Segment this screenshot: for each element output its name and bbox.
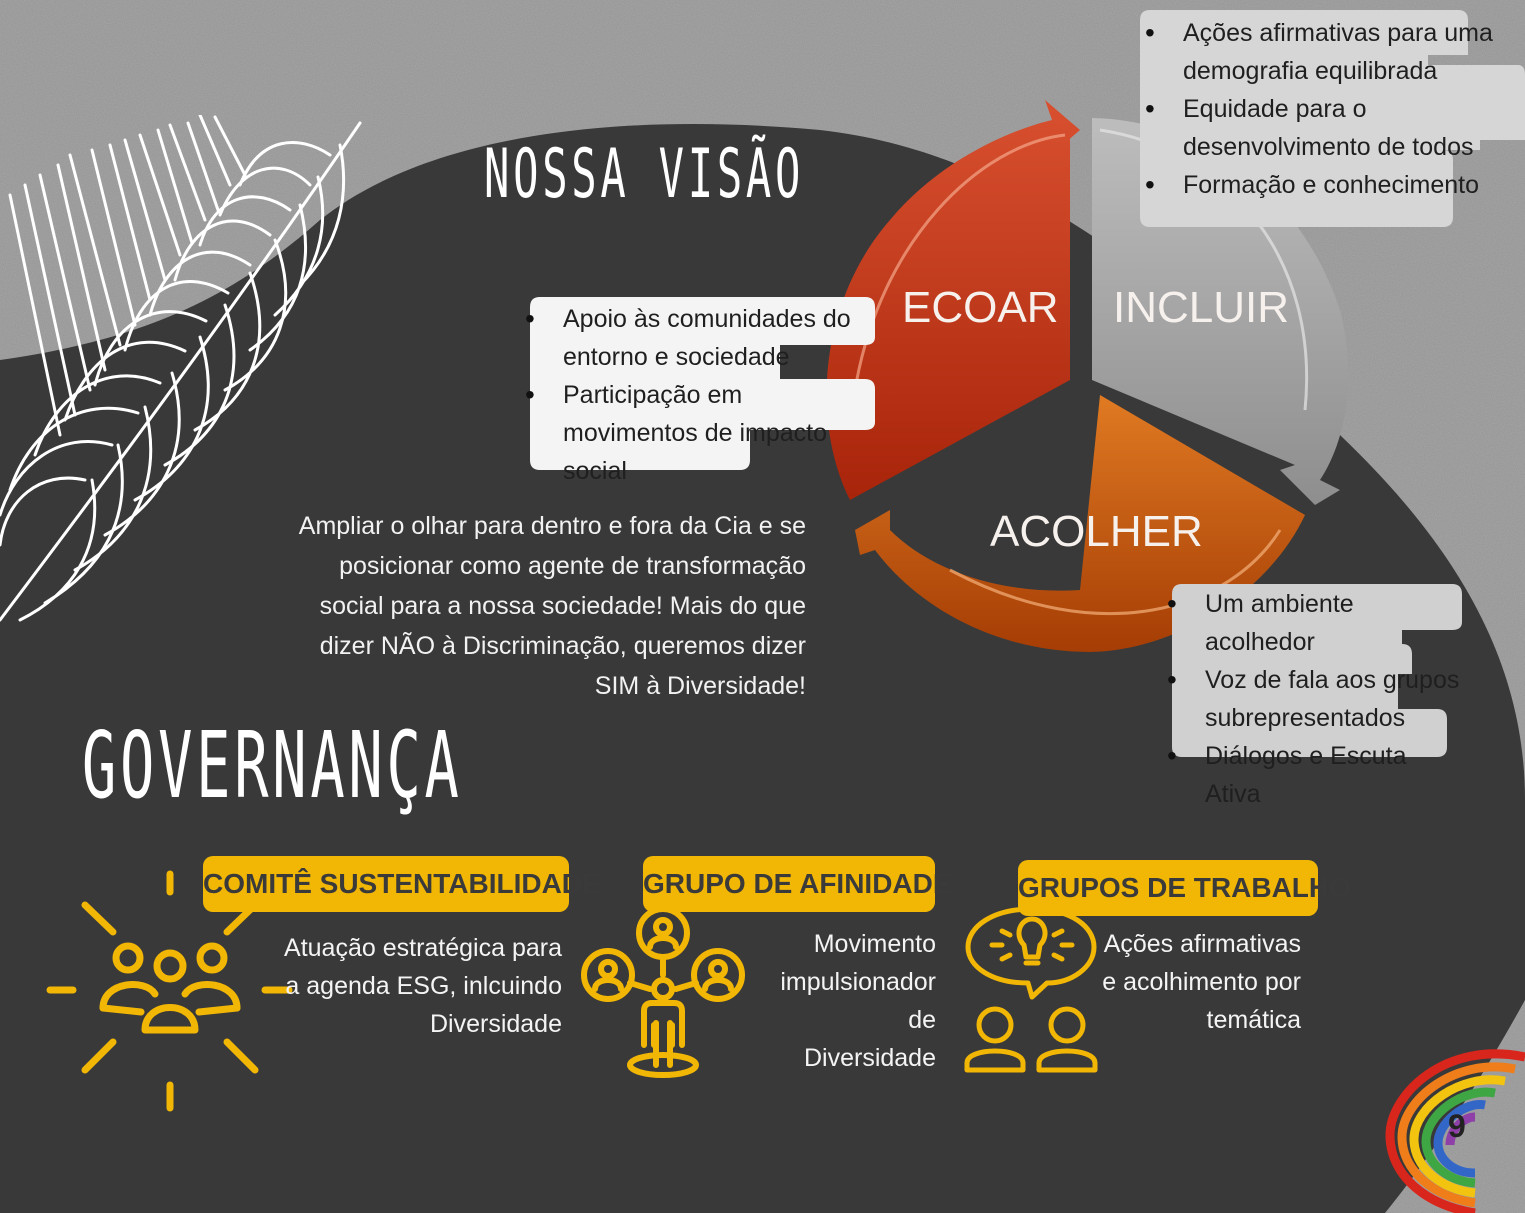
vision-statement: Ampliar o olhar para dentro e fora da Ci… bbox=[298, 512, 806, 700]
incluir-label: INCLUIR bbox=[1113, 283, 1289, 332]
vision-title: NOSSA VISÃO bbox=[484, 135, 805, 214]
acolher-list: Um ambiente acolhedor Voz de fala aos gr… bbox=[1167, 585, 1465, 813]
list-item: Voz de fala aos grupos subrepresentados bbox=[1167, 661, 1465, 737]
list-item: Apoio às comunidades do entorno e socied… bbox=[525, 300, 873, 376]
rainbow-logo-icon bbox=[1385, 1049, 1525, 1213]
ecoar-list: Apoio às comunidades do entorno e socied… bbox=[525, 300, 873, 490]
ecoar-label: ECOAR bbox=[902, 283, 1058, 332]
governance-title: GOVERNANÇA bbox=[82, 712, 463, 819]
ecoar-segment bbox=[826, 100, 1080, 500]
list-item: Participação em movimentos de impacto so… bbox=[525, 376, 873, 490]
group-label-afinidade: GRUPO DE AFINIDADE bbox=[643, 856, 952, 912]
team-icon bbox=[46, 870, 293, 1112]
incluir-list: Ações afirmativas para uma demografia eq… bbox=[1145, 14, 1523, 204]
palm-leaf-icon bbox=[0, 115, 362, 622]
network-people-icon bbox=[581, 906, 745, 1078]
group-description: Atuação estratégica para a agenda ESG, i… bbox=[284, 934, 562, 1038]
list-item: Diálogos e Escuta Ativa bbox=[1167, 737, 1465, 813]
group-label-comite: COMITÊ SUSTENTABILIDADE bbox=[203, 856, 601, 912]
page-number: 9 bbox=[1448, 1108, 1466, 1144]
idea-people-icon bbox=[964, 906, 1098, 1073]
group-label-trabalho: GRUPOS DE TRABALHO bbox=[1018, 860, 1351, 916]
group-description: Ações afirmativas e acolhimento por temá… bbox=[1102, 930, 1301, 1034]
group-description: Movimento impulsionador de Diversidade bbox=[780, 930, 936, 1072]
list-item: Ações afirmativas para uma demografia eq… bbox=[1145, 14, 1523, 90]
list-item: Um ambiente acolhedor bbox=[1167, 585, 1465, 661]
acolher-label: ACOLHER bbox=[990, 507, 1203, 556]
list-item: Equidade para o desenvolvimento de todos bbox=[1145, 90, 1523, 166]
list-item: Formação e conhecimento bbox=[1145, 166, 1523, 204]
